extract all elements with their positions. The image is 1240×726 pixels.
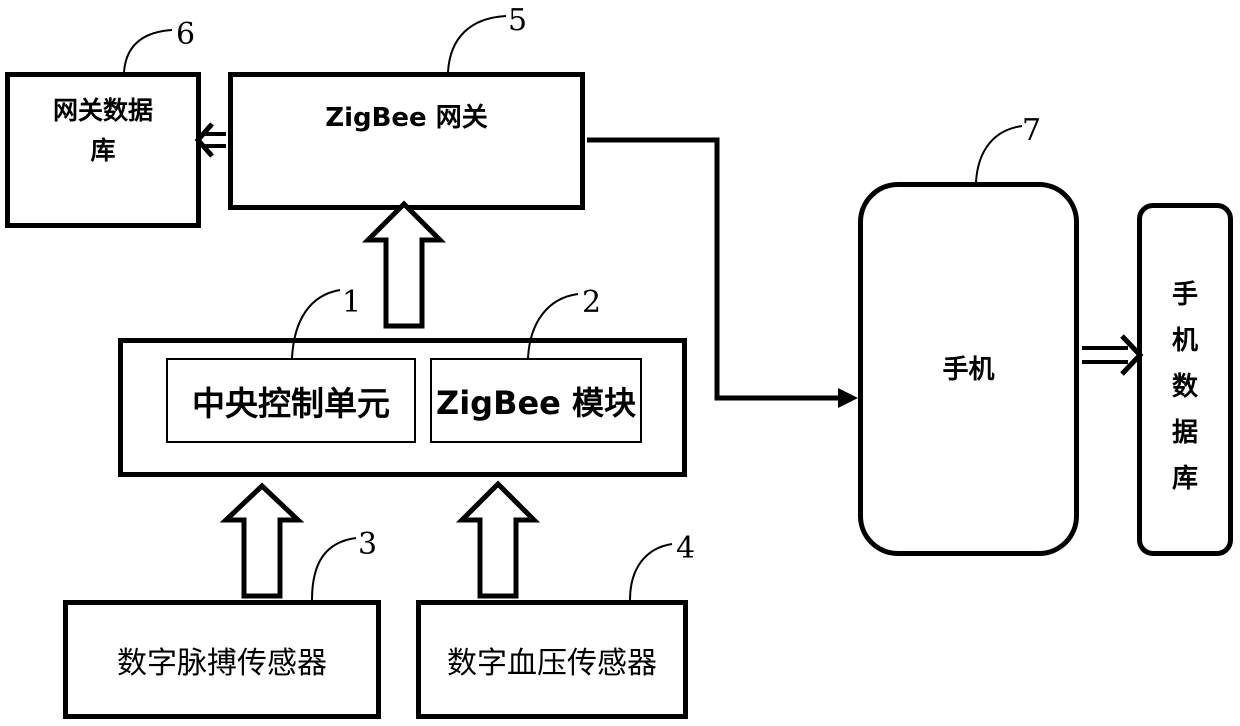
callout-7: 7 [1022,116,1041,146]
callout-2: 2 [582,288,601,318]
callout-5: 5 [508,6,527,36]
callout-1: 1 [342,288,361,318]
leader-curve-7 [976,126,1022,182]
callout-3: 3 [358,530,377,560]
arrow-phone-to-database [1082,336,1140,374]
arrow-board-to-gateway [368,204,440,326]
callout-4: 4 [676,534,695,564]
leader-curve-5 [448,16,506,72]
leader-curve-1 [292,290,340,358]
leader-curve-2 [528,294,578,358]
leader-curve-3 [312,538,356,600]
leader-curve-4 [630,544,672,600]
callout-6: 6 [176,20,195,50]
arrow-bp-to-board [462,484,534,596]
leader-curve-6 [124,30,172,72]
arrow-pulse-to-board [226,486,298,596]
arrow-gateway-to-database [198,124,226,156]
arrow-gateway-to-phone [587,140,858,408]
